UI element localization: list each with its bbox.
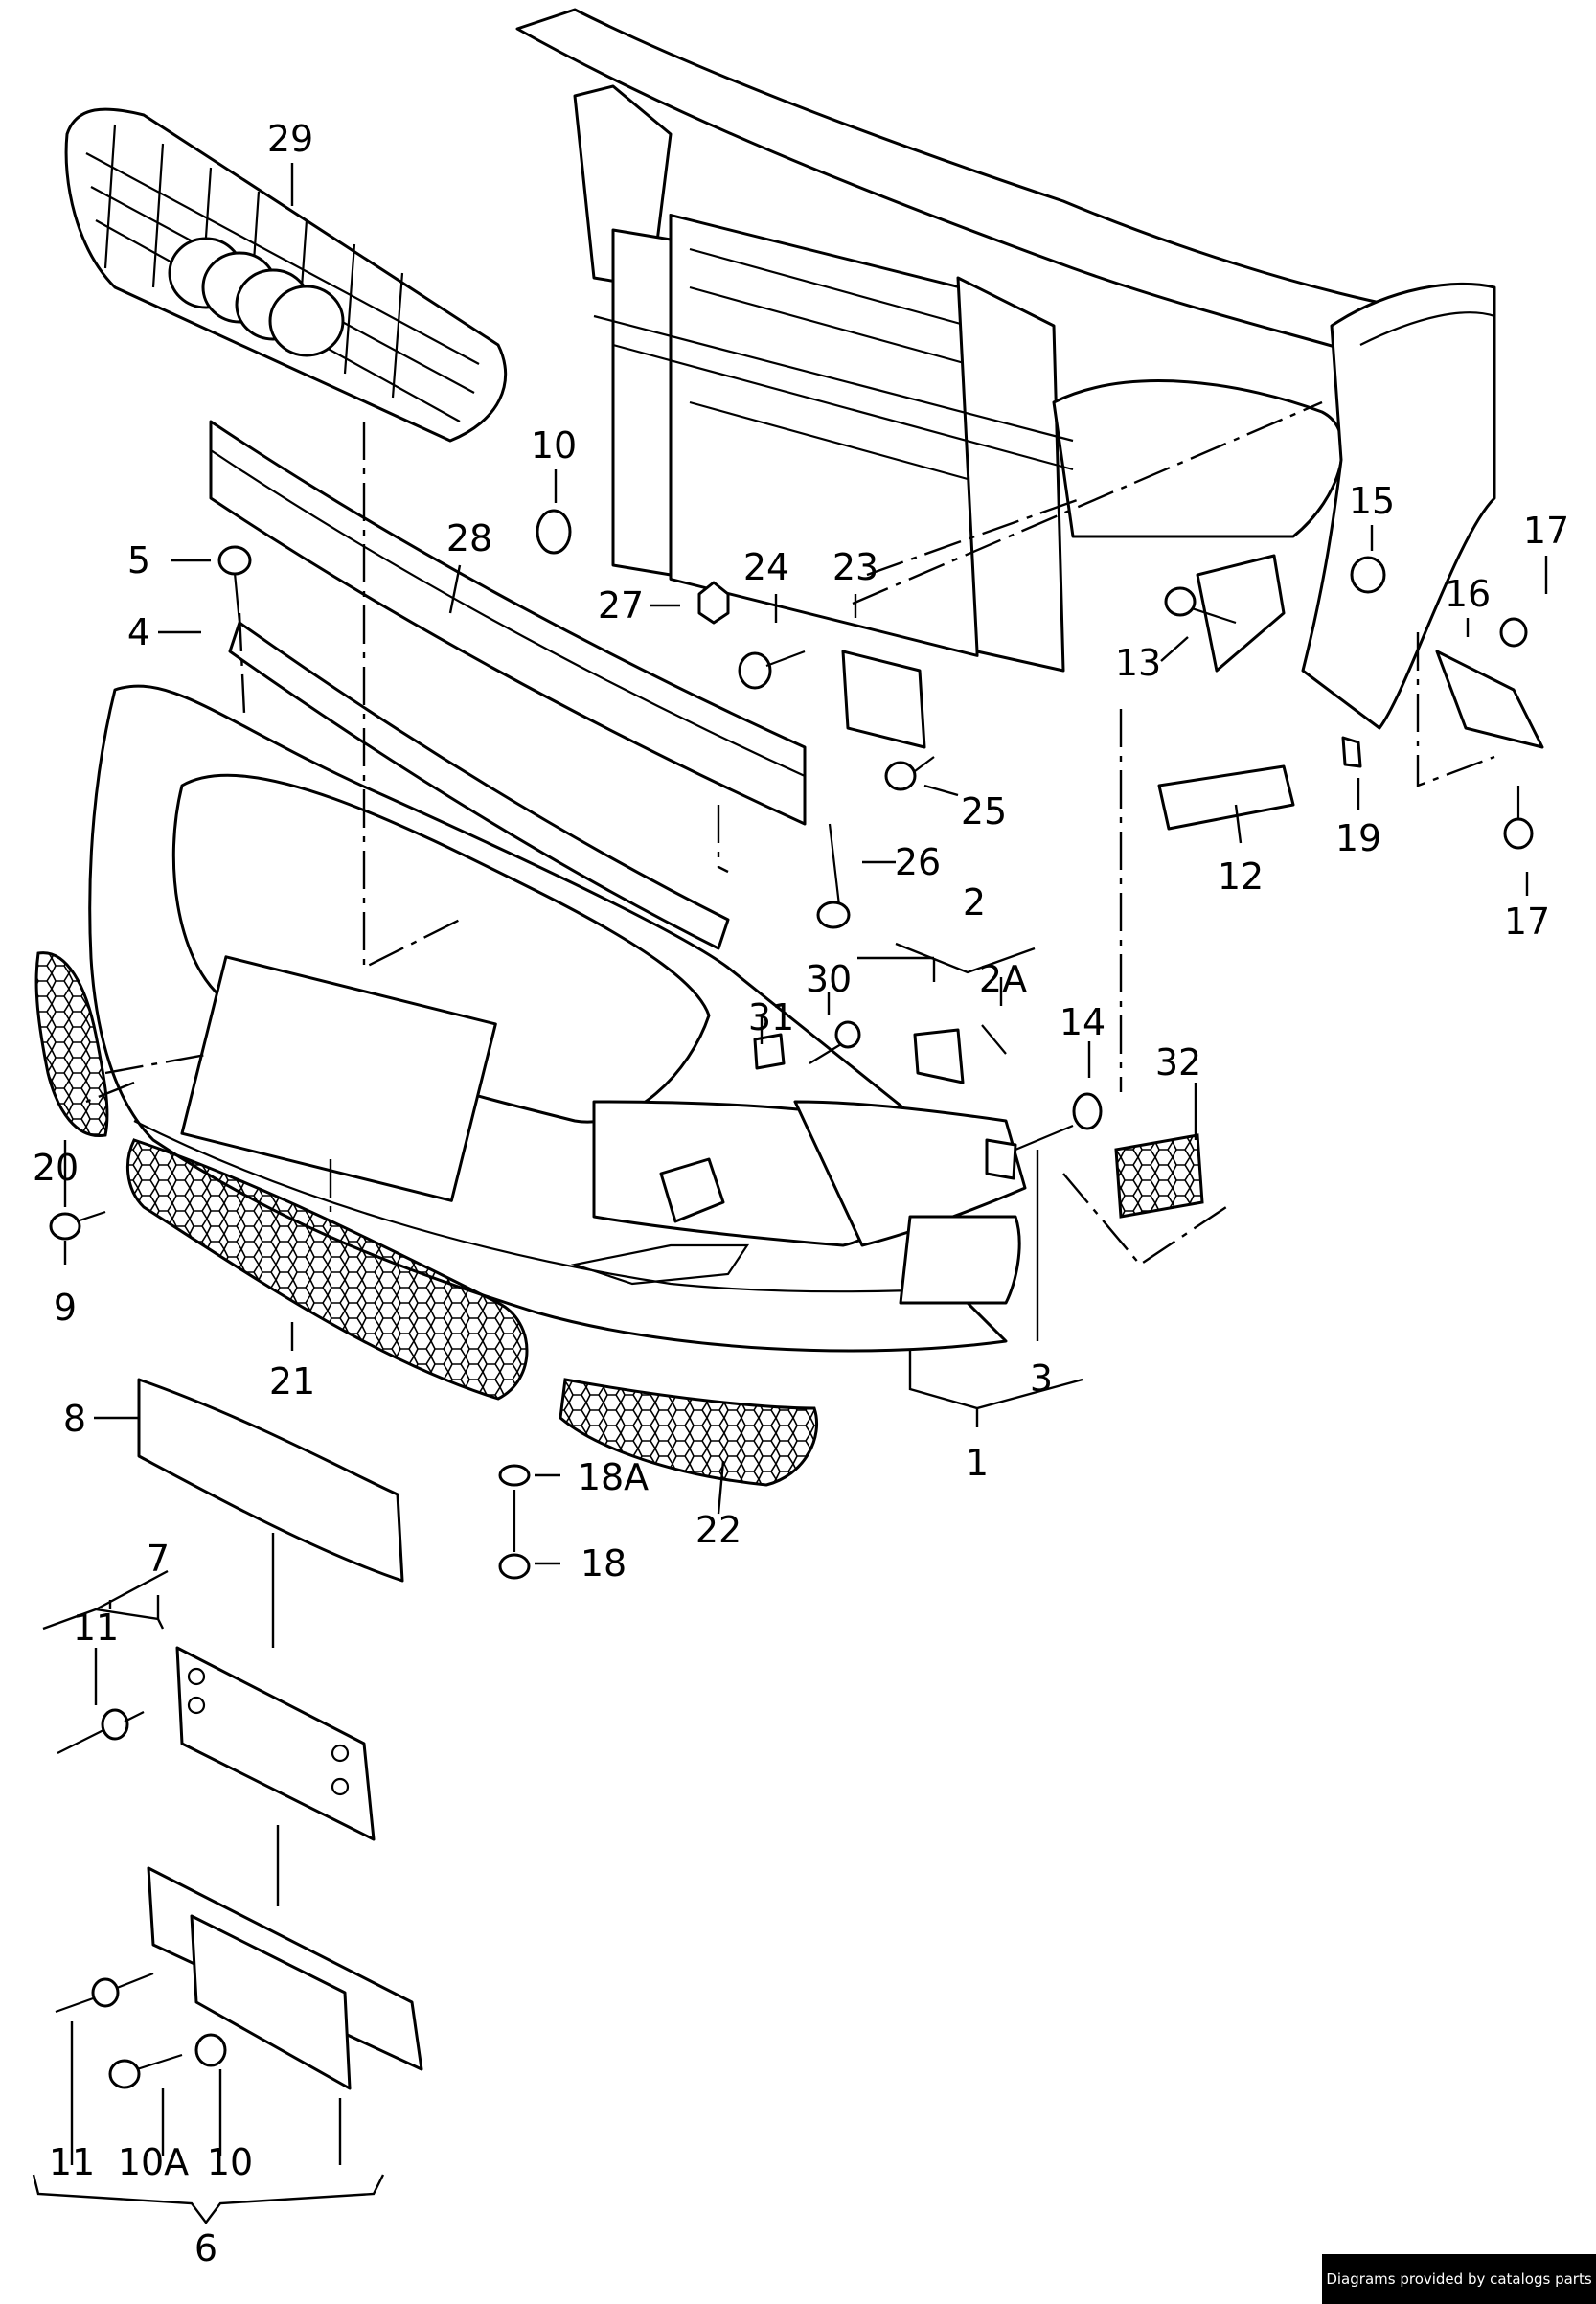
part-7-plate-bracket xyxy=(175,1646,376,1841)
part-20-side-grille-left xyxy=(34,951,109,1138)
fastener-parts xyxy=(49,509,1544,2089)
callout-17-top: 17 xyxy=(1523,510,1569,552)
part-28-cross-member xyxy=(209,420,807,826)
callout-22: 22 xyxy=(695,1509,741,1551)
callout-29: 29 xyxy=(267,118,313,160)
callout-7: 7 xyxy=(147,1538,170,1580)
callout-20: 20 xyxy=(33,1147,79,1189)
callout-21: 21 xyxy=(269,1360,315,1403)
credit-badge: Diagrams provided by catalogs parts xyxy=(1322,2254,1596,2304)
callout-13: 13 xyxy=(1115,642,1161,684)
callout-26: 26 xyxy=(895,841,941,883)
callout-27: 27 xyxy=(598,584,644,627)
callout-3: 3 xyxy=(1030,1357,1053,1400)
callout-8: 8 xyxy=(63,1398,86,1440)
callout-11-top: 11 xyxy=(73,1607,119,1649)
part-8-plate-strip xyxy=(137,1378,404,1583)
part-21-lower-grille xyxy=(125,1138,529,1401)
callout-labels: 29 10 5 4 28 27 24 23 15 17 16 13 25 26 … xyxy=(33,118,1569,2270)
alignment-lines xyxy=(85,400,1495,1266)
callout-2: 2 xyxy=(963,881,986,924)
part-22-side-grille xyxy=(559,1378,819,1487)
callout-18A: 18A xyxy=(578,1456,649,1498)
callout-19: 19 xyxy=(1335,817,1381,859)
callout-24: 24 xyxy=(743,546,789,588)
front-body-structure xyxy=(515,8,1496,730)
callout-14: 14 xyxy=(1060,1001,1106,1043)
callout-25: 25 xyxy=(961,790,1007,833)
bracket-strip xyxy=(228,621,730,950)
callout-16: 16 xyxy=(1445,573,1491,615)
callout-31: 31 xyxy=(748,996,794,1038)
callout-32: 32 xyxy=(1155,1041,1201,1084)
callout-11-bottom: 11 xyxy=(49,2141,95,2183)
callout-17-bottom: 17 xyxy=(1504,901,1550,943)
callout-10A: 10A xyxy=(118,2141,189,2183)
part-29-radiator-grille xyxy=(64,107,508,443)
callout-15: 15 xyxy=(1349,480,1395,522)
callout-10-bottom: 10 xyxy=(207,2141,253,2183)
callout-28: 28 xyxy=(446,517,492,559)
part-32-side-grille-right xyxy=(1114,1133,1204,1219)
callout-12: 12 xyxy=(1218,855,1264,898)
callout-2A: 2A xyxy=(979,958,1027,1000)
callout-9: 9 xyxy=(54,1287,77,1329)
callout-23: 23 xyxy=(832,546,878,588)
callout-6: 6 xyxy=(194,2227,217,2270)
callout-30: 30 xyxy=(806,958,852,1000)
callout-1: 1 xyxy=(966,1442,989,1484)
callout-10-top: 10 xyxy=(531,424,577,467)
leader-lines xyxy=(32,163,1548,2224)
callout-18: 18 xyxy=(581,1542,627,1585)
callout-4: 4 xyxy=(127,611,150,653)
callout-5: 5 xyxy=(127,539,150,582)
part-6-plate-base xyxy=(147,1866,423,2090)
part-1-bumper-cover xyxy=(88,684,1027,1353)
